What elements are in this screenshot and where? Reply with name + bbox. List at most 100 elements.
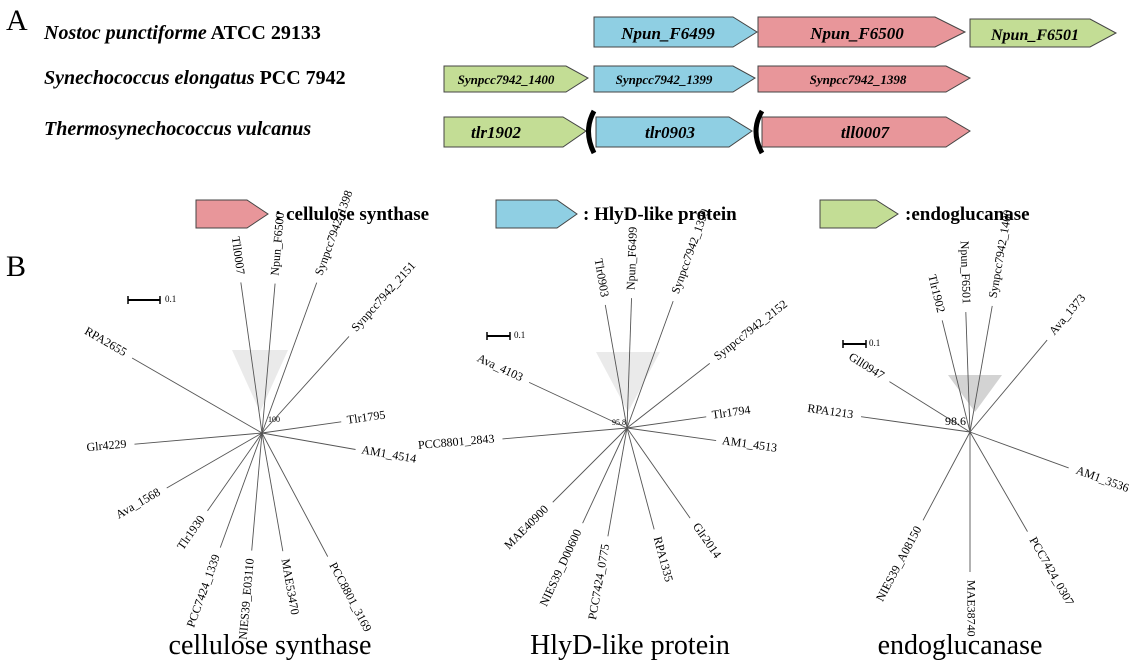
gene-label: Npun_F6501 [990,27,1079,44]
leaf-label-synpcc7942-2151: Synpcc7942_2151 [348,259,418,335]
legend-label-hlyd: : HlyD-like protein [583,204,737,225]
gene-label: tlr0903 [645,123,696,142]
leaf-label-ava-1568: Ava_1568 [113,485,163,522]
bootstrap-value: 95.8 [612,418,626,427]
tree-branch [261,432,356,450]
tree-branch [626,427,655,530]
leaf-label-tll0007: Tll0007 [229,236,248,276]
organism-strain: PCC 7942 [254,67,346,89]
genome-break-mark [753,109,765,155]
organism-species: Synechococcus elongatus [44,67,255,89]
leaf-label-gll0947: Gll0947 [846,350,887,383]
tree-branch [941,320,971,433]
gene-label: Npun_F6499 [620,24,715,43]
leaf-label-rpa1335: RPA1335 [651,535,676,583]
organism-strain: ATCC 29133 [206,22,321,44]
leaf-label-am1-4514: AM1_4514 [360,442,417,465]
gene-arrow-synpcc7942-1400: Synpcc7942_1400 [443,65,589,93]
panel-a-label: A [6,4,28,37]
tree-branch [502,427,628,440]
gene-cluster-diagram: Npun_F6499 Npun_F6500 Npun_F6501 Synpcc7… [195,16,1118,229]
leaf-label-tlr1902: Tlr1902 [925,273,948,314]
tree-branch [552,427,628,503]
tree-branch [626,298,632,429]
leaf-label-pcc7424-0307: PCC7424_0307 [1027,534,1077,607]
gene-arrow-tlr1902: tlr1902 [443,116,587,148]
tree-branch [626,427,717,441]
tree-branch [166,432,263,489]
gene-arrow-synpcc7942-1399: Synpcc7942_1399 [593,65,756,93]
tree-branch [969,339,1048,433]
clade-highlight [232,350,288,412]
leaf-label-mae40900: MAE40900 [501,502,551,552]
leaf-label-tlr1795: Tlr1795 [346,407,386,426]
tree-title-endoglucanase: endoglucanase [877,630,1043,661]
leaf-label-rpa2655: RPA2655 [82,324,129,359]
gene-arrow-synpcc7942-1398: Synpcc7942_1398 [757,65,972,93]
tree-branch [207,432,263,512]
tree-branch [626,427,691,519]
leaf-label-pcc8801-3169: PCC8801_3169 [326,560,374,634]
organism-row-3: Thermosynechococcus vulcanus [44,118,311,141]
leaf-label-glr4229: Glr4229 [86,437,127,454]
leaf-label-mae53470: MAE53470 [279,558,303,616]
organism-row-2: Synechococcus elongatus PCC 7942 [44,67,346,90]
organism-species: Nostoc punctiforme [44,22,207,44]
tree-branch [965,312,971,433]
legend-swatch-hlyd [495,199,578,229]
leaf-label-rpa1213: RPA1213 [807,401,855,421]
gene-label: Synpcc7942_1400 [458,72,555,87]
gene-arrow-npun-f6500: Npun_F6500 [757,16,967,48]
leaf-label-nies39-d00600: NIES39_D00600 [537,527,585,608]
tree-branch [861,416,971,433]
tree-branch [261,432,329,557]
leaf-label-ava-1373: Ava_1373 [1046,291,1088,338]
leaf-label-ava-4103: Ava_4103 [475,351,525,384]
tree-branch [582,427,628,524]
leaf-label-tlr1794: Tlr1794 [711,402,751,421]
tree-branch [604,304,628,429]
gene-label: tll0007 [841,123,891,142]
tree-branch [969,305,993,433]
leaf-label-nies39-a08150: NIES39_A08150 [873,523,924,603]
leaf-label-synpcc7942-1399: Synpcc7942_1399 [668,207,712,296]
leaf-label-pcc8801-2843: PCC8801_2843 [417,431,495,452]
tree-branch [969,431,1028,532]
leaf-label-pcc7424-1339: PCC7424_1339 [184,552,223,629]
tree-branch [261,282,318,434]
leaf-label-glr2014: Glr2014 [690,520,724,561]
tree-branch [131,357,263,434]
tree-branch [134,432,263,445]
scale-bar-label: 0.1 [514,330,525,340]
leaf-label-pcc7424-0775: PCC7424_0775 [585,543,612,621]
tree-branch [261,432,284,552]
leaf-label-am1-4513: AM1_4513 [721,433,778,455]
tree-branch [261,421,342,434]
scale-bar-label: 0.1 [165,294,176,304]
tree-branch [240,282,263,434]
panel-b-label: B [6,250,27,283]
clade-highlight [596,352,660,412]
gene-arrow-tlr0903: tlr0903 [595,116,753,148]
bootstrap-value: 98.6 [945,414,966,428]
gene-arrow-npun-f6501: Npun_F6501 [969,18,1118,48]
gene-label: Synpcc7942_1398 [810,72,907,87]
leaf-label-tlr1930: Tlr1930 [174,513,208,553]
tree-branch [219,432,263,548]
organism-species: Thermosynechococcus vulcanus [44,118,312,140]
gene-label: tlr1902 [471,123,522,142]
scale-bar-label: 0.1 [869,338,880,348]
tree-branch [922,431,971,521]
clade-highlight [948,375,1002,412]
genome-break-mark [586,109,597,155]
legend [195,199,899,229]
tree-branch [626,300,674,429]
tree-branch [261,336,350,434]
legend-swatch-endo [819,199,899,229]
gene-label: Npun_F6500 [809,24,904,43]
leaf-label-tlr0903: Tlr0903 [592,258,613,299]
tree-branch [626,416,707,429]
tree-branch [261,283,276,434]
